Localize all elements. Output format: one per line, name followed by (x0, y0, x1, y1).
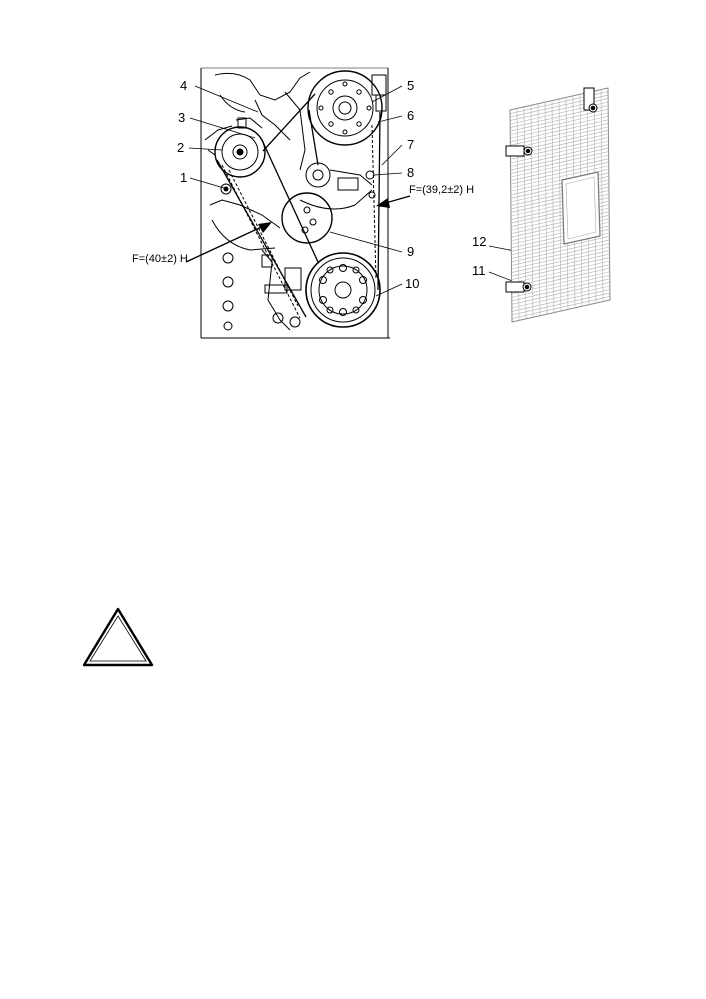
warning-triangle-icon (82, 607, 154, 667)
callout-8: 8 (407, 165, 414, 180)
grille-panel-illustration (505, 87, 611, 323)
callout-10: 10 (405, 276, 419, 291)
callout-4: 4 (180, 78, 187, 93)
callout-5: 5 (407, 78, 414, 93)
belt-drive-illustration (200, 67, 390, 339)
force-label-right: F=(39,2±2) H (409, 184, 474, 196)
callout-9: 9 (407, 244, 414, 259)
callout-11: 11 (472, 263, 486, 278)
callout-leaders (188, 85, 521, 297)
callout-2: 2 (177, 140, 184, 155)
force-arrow-left (185, 222, 272, 263)
callout-12: 12 (472, 234, 486, 249)
grille-fasteners (505, 87, 598, 293)
callout-7: 7 (407, 137, 414, 152)
force-arrow-right (376, 195, 411, 208)
callout-3: 3 (178, 110, 185, 125)
force-label-left: F=(40±2) H (132, 253, 188, 265)
callout-6: 6 (407, 108, 414, 123)
callout-1: 1 (180, 170, 187, 185)
